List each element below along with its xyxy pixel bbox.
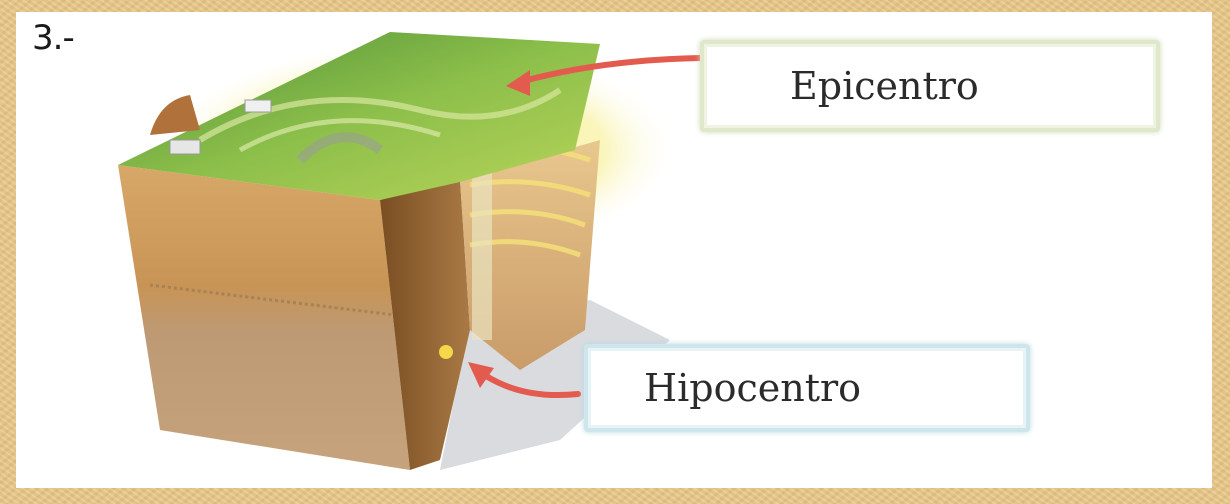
epicentro-label-box: Epicentro <box>700 40 1160 132</box>
front-soil-face <box>118 165 410 470</box>
hipocentro-label: Hipocentro <box>644 366 861 410</box>
hipocentro-label-box: Hipocentro <box>584 344 1030 432</box>
epicentro-label: Epicentro <box>790 64 979 108</box>
hypocenter-dot-icon <box>439 345 453 359</box>
